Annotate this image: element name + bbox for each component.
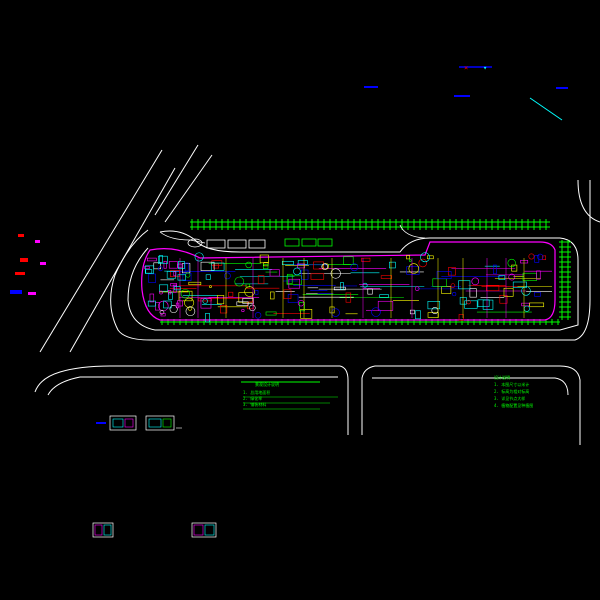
road-diagonal-2a <box>154 144 199 216</box>
svg-text:×: × <box>464 64 468 72</box>
frag-6 <box>10 290 22 294</box>
road-diagonal-outer <box>39 149 163 353</box>
marker-line <box>529 97 563 121</box>
legend-right-line-1: 1. 本图尺寸以米计 <box>494 381 529 387</box>
legend-left-panel: 景观设计说明 1. 总用地面积 2. 绿化率 3. 铺装材料 <box>241 381 338 410</box>
detail-sheet-b <box>145 415 182 431</box>
frag-4 <box>40 262 46 265</box>
legend-right-line-3: 3. 详见节点大样 <box>494 395 525 401</box>
street-south-left-inner <box>47 376 338 396</box>
north-arrow-icon: × ▾ <box>459 64 492 72</box>
entry-block-2 <box>227 239 247 249</box>
frag-1 <box>18 234 24 237</box>
svg-text:▾: ▾ <box>483 64 487 72</box>
site-inner-road <box>127 230 579 331</box>
entry-block-5 <box>301 238 317 247</box>
entry-roundabout <box>187 238 203 248</box>
detail-sheet-c <box>92 522 114 538</box>
legend-right-line-2: 2. 标高为相对标高 <box>494 388 529 394</box>
entry-block-4 <box>284 238 300 247</box>
legend-left-line-0: 景观设计说明 <box>255 381 279 387</box>
legend-right-line-0: 设计说明 <box>494 374 510 380</box>
legend-left-line-1: 1. 总用地面积 <box>243 389 270 395</box>
site-boundary <box>141 241 556 321</box>
detail-sheet-a <box>96 415 137 431</box>
frag-7 <box>28 292 36 295</box>
road-network <box>34 144 600 445</box>
entry-block-3 <box>248 239 266 249</box>
entry-block-1 <box>206 239 226 249</box>
street-south-left <box>34 365 349 435</box>
road-diagonal-2b <box>164 154 213 223</box>
legend-right-line-4: 4. 植物配置见种植图 <box>494 402 533 408</box>
left-edge-fragments <box>10 234 46 295</box>
frag-3 <box>20 258 28 262</box>
tree-ticks <box>161 219 571 325</box>
legend-left-line-2: 2. 绿化率 <box>243 395 262 401</box>
street-south-right <box>361 365 581 445</box>
site-detail-layer <box>144 252 552 323</box>
detail-sheet-d <box>191 522 217 538</box>
road-east <box>577 179 600 223</box>
frag-5 <box>15 272 25 275</box>
street-south-right-inner <box>372 377 569 396</box>
legend-right-panel: 设计说明 1. 本图尺寸以米计 2. 标高为相对标高 3. 详见节点大样 4. … <box>494 374 533 408</box>
frag-2 <box>35 240 40 243</box>
top-right-markers: × ▾ <box>364 64 568 121</box>
site-perimeter-road <box>110 180 591 341</box>
legend-left-line-3: 3. 铺装材料 <box>243 401 266 407</box>
entry-road-curve <box>159 231 206 244</box>
boundary-line <box>141 241 556 321</box>
entry-block-6 <box>317 238 333 247</box>
entry-road-arc <box>399 224 426 239</box>
entry-plaza <box>159 224 426 249</box>
